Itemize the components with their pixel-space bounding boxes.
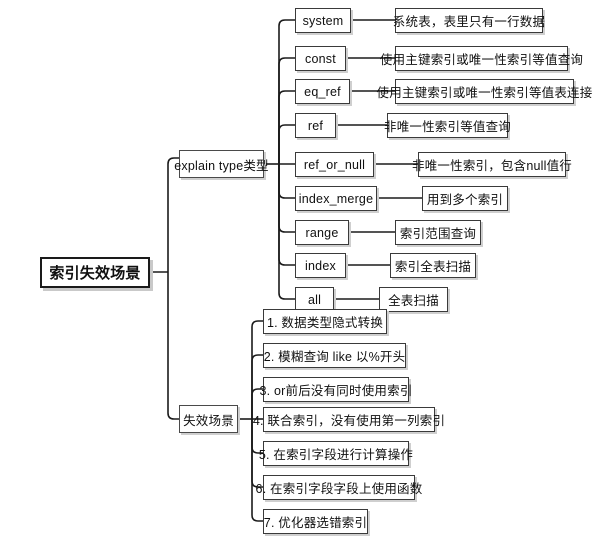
branch-invalid-scenarios[interactable]: 失效场景 (179, 405, 238, 433)
scenario-label-6: 6. 在索引字段字段上使用函数 (255, 482, 423, 496)
scenario-node-4[interactable]: 4. 联合索引，没有使用第一列索引 (253, 407, 445, 432)
type-node-const[interactable]: const (295, 46, 346, 71)
desc-node-eq-ref[interactable]: 使用主键索引或唯一性索引等值表连接 (377, 79, 592, 104)
scenario-label-7: 7. 优化器选错索引 (263, 516, 368, 530)
type-label-const: const (305, 51, 336, 66)
desc-label-range: 索引范围查询 (399, 227, 477, 241)
desc-label-ref-or-null: 非唯一性索引，包含null值行 (412, 159, 572, 173)
type-label-index: index (305, 258, 336, 273)
type-node-system[interactable]: system (295, 8, 351, 33)
branch-invalid-scenarios-label: 失效场景 (183, 413, 234, 428)
desc-node-ref[interactable]: 非唯一性索引等值查询 (384, 113, 512, 138)
type-label-eq-ref: eq_ref (304, 84, 341, 99)
desc-label-ref: 非唯一性索引等值查询 (384, 120, 512, 134)
scenario-label-5: 5. 在索引字段进行计算操作 (258, 448, 414, 462)
branch-explain-type-label: explain type类型 (174, 158, 269, 173)
scenario-node-2[interactable]: 2. 模糊查询 like 以%开头 (263, 343, 406, 368)
scenario-node-1[interactable]: 1. 数据类型隐式转换 (263, 309, 387, 334)
type-node-all[interactable]: all (295, 287, 334, 312)
scenario-label-1: 1. 数据类型隐式转换 (266, 316, 384, 330)
desc-label-index-merge: 用到多个索引 (426, 193, 504, 207)
type-label-all: all (307, 292, 322, 307)
desc-label-all: 全表扫描 (388, 294, 439, 308)
type-label-range: range (305, 225, 339, 240)
desc-node-all[interactable]: 全表扫描 (379, 287, 448, 312)
type-label-system: system (302, 13, 344, 28)
scenario-node-7[interactable]: 7. 优化器选错索引 (263, 509, 368, 534)
root-node[interactable]: 索引失效场景 (40, 257, 150, 288)
type-node-index-merge[interactable]: index_merge (295, 186, 377, 211)
desc-node-ref-or-null[interactable]: 非唯一性索引，包含null值行 (412, 152, 572, 177)
desc-label-system: 系统表，表里只有一行数据 (392, 15, 546, 29)
type-label-ref: ref (307, 118, 324, 133)
type-node-ref-or-null[interactable]: ref_or_null (295, 152, 374, 177)
desc-label-const: 使用主键索引或唯一性索引等值查询 (379, 53, 584, 67)
type-label-index-merge: index_merge (298, 191, 374, 206)
scenario-label-4: 4. 联合索引，没有使用第一列索引 (252, 414, 446, 428)
type-node-range[interactable]: range (295, 220, 349, 245)
desc-node-index-merge[interactable]: 用到多个索引 (422, 186, 508, 211)
desc-label-index: 索引全表扫描 (394, 260, 472, 274)
desc-label-eq-ref: 使用主键索引或唯一性索引等值表连接 (376, 86, 593, 100)
branch-explain-type[interactable]: explain type类型 (174, 150, 269, 178)
type-node-index[interactable]: index (295, 253, 346, 278)
desc-node-system[interactable]: 系统表，表里只有一行数据 (392, 8, 546, 33)
type-node-eq-ref[interactable]: eq_ref (295, 79, 350, 104)
desc-node-index[interactable]: 索引全表扫描 (390, 253, 476, 278)
desc-node-range[interactable]: 索引范围查询 (395, 220, 481, 245)
scenario-node-3[interactable]: 3. or前后没有同时使用索引 (260, 377, 412, 402)
scenario-label-2: 2. 模糊查询 like 以%开头 (263, 350, 406, 364)
scenario-node-6[interactable]: 6. 在索引字段字段上使用函数 (256, 475, 422, 500)
type-node-ref[interactable]: ref (295, 113, 336, 138)
scenario-label-3: 3. or前后没有同时使用索引 (259, 384, 413, 398)
scenario-node-5[interactable]: 5. 在索引字段进行计算操作 (259, 441, 413, 466)
root-label: 索引失效场景 (49, 265, 141, 282)
desc-node-const[interactable]: 使用主键索引或唯一性索引等值查询 (380, 46, 583, 71)
type-label-ref-or-null: ref_or_null (303, 157, 366, 172)
